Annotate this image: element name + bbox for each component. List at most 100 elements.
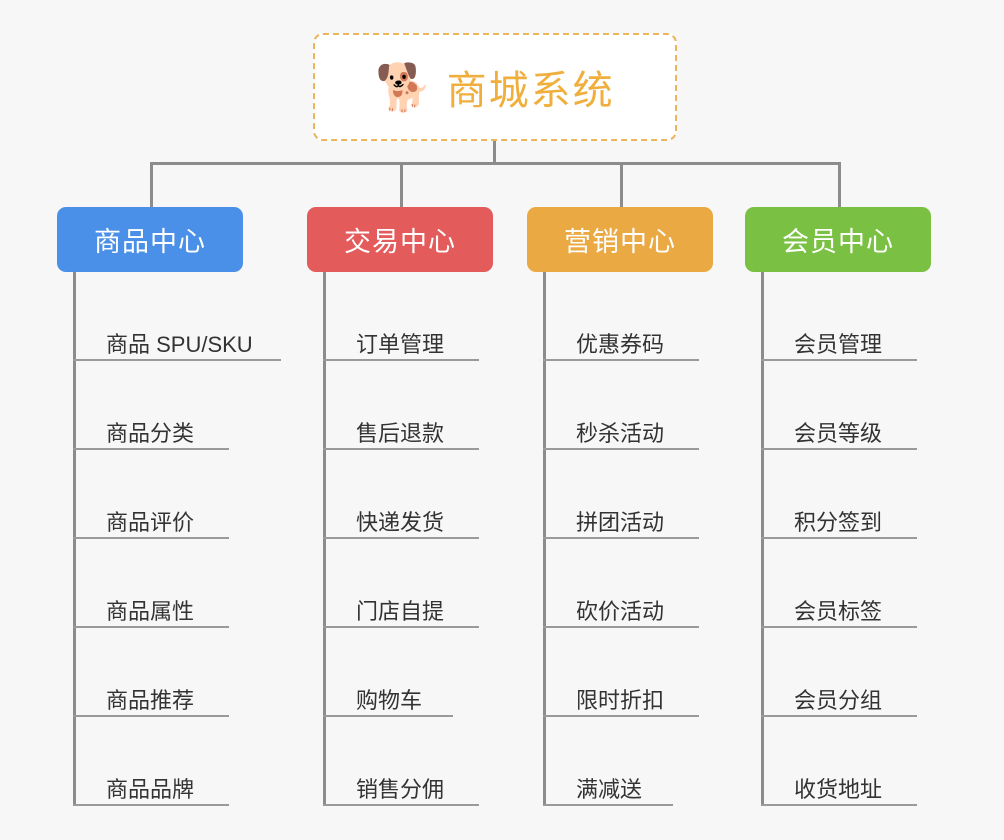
leaf-item[interactable]: 购物车	[323, 628, 493, 717]
leaf-item[interactable]: 商品分类	[73, 361, 243, 450]
leaf-item[interactable]: 商品评价	[73, 450, 243, 539]
leaf-item-label: 商品属性	[106, 598, 195, 624]
branch-header-4[interactable]: 会员中心	[745, 207, 931, 272]
leaf-item[interactable]: 商品 SPU/SKU	[73, 272, 281, 361]
branch-column-4: 会员中心会员管理会员等级积分签到会员标签会员分组收货地址	[745, 207, 931, 806]
leaf-underline	[323, 804, 479, 806]
leaf-item[interactable]: 会员等级	[761, 361, 931, 450]
leaf-item[interactable]: 砍价活动	[543, 539, 713, 628]
leaf-underline	[543, 626, 699, 628]
branch-header-label: 营销中心	[564, 227, 676, 257]
leaf-item[interactable]: 订单管理	[323, 272, 493, 361]
leaf-item-label: 满减送	[576, 776, 643, 802]
leaf-underline	[73, 715, 229, 717]
leaf-underline	[73, 537, 229, 539]
leaf-underline	[543, 359, 699, 361]
leaf-item[interactable]: 商品推荐	[73, 628, 243, 717]
leaf-underline	[323, 359, 479, 361]
leaf-item-label: 销售分佣	[356, 776, 445, 802]
shiba-dog-face-icon: 🐕	[375, 61, 433, 113]
leaf-item[interactable]: 会员分组	[761, 628, 931, 717]
leaf-underline	[761, 537, 917, 539]
leaf-item-label: 商品评价	[106, 509, 195, 535]
leaf-underline	[761, 359, 917, 361]
leaf-item[interactable]: 满减送	[543, 717, 713, 806]
leaf-underline	[73, 448, 229, 450]
leaf-item-label: 快递发货	[356, 509, 445, 535]
leaf-underline	[323, 626, 479, 628]
leaf-item-label: 门店自提	[356, 598, 445, 624]
connector-trunk-2	[323, 272, 326, 806]
leaf-underline	[323, 448, 479, 450]
connector-drop-1	[150, 162, 153, 208]
leaf-item-label: 会员管理	[794, 331, 883, 357]
branch-leaf-list-2: 订单管理售后退款快递发货门店自提购物车销售分佣	[323, 272, 493, 806]
branch-leaf-list-1: 商品 SPU/SKU 商品分类商品评价商品属性商品推荐商品品牌	[73, 272, 281, 806]
leaf-item-label: 购物车	[356, 687, 423, 713]
leaf-underline	[543, 448, 699, 450]
leaf-item-label: 收货地址	[794, 776, 883, 802]
leaf-item[interactable]: 拼团活动	[543, 450, 713, 539]
leaf-item-label: 优惠券码	[576, 331, 665, 357]
branch-header-label: 商品中心	[94, 227, 206, 257]
leaf-underline	[323, 715, 453, 717]
leaf-underline	[73, 804, 229, 806]
leaf-item[interactable]: 快递发货	[323, 450, 493, 539]
leaf-item[interactable]: 限时折扣	[543, 628, 713, 717]
leaf-item[interactable]: 秒杀活动	[543, 361, 713, 450]
leaf-item-label: 会员等级	[794, 420, 883, 446]
leaf-item[interactable]: 销售分佣	[323, 717, 493, 806]
connector-horizontal-bus	[150, 162, 838, 165]
leaf-underline	[761, 626, 917, 628]
connector-root-stem	[493, 141, 496, 164]
connector-trunk-3	[543, 272, 546, 806]
branch-header-1[interactable]: 商品中心	[57, 207, 243, 272]
leaf-item[interactable]: 售后退款	[323, 361, 493, 450]
leaf-underline	[543, 804, 673, 806]
leaf-item-label: 会员标签	[794, 598, 883, 624]
leaf-item[interactable]: 商品品牌	[73, 717, 243, 806]
branch-leaf-list-3: 优惠券码秒杀活动拼团活动砍价活动限时折扣满减送	[543, 272, 713, 806]
leaf-item-label: 积分签到	[794, 509, 883, 535]
leaf-item-label: 砍价活动	[576, 598, 665, 624]
leaf-item-label: 商品品牌	[106, 776, 195, 802]
branch-leaf-list-4: 会员管理会员等级积分签到会员标签会员分组收货地址	[761, 272, 931, 806]
root-title: 商城系统	[446, 69, 615, 113]
branch-header-2[interactable]: 交易中心	[307, 207, 493, 272]
branch-column-1: 商品中心商品 SPU/SKU 商品分类商品评价商品属性商品推荐商品品牌	[57, 207, 281, 806]
leaf-underline	[761, 715, 917, 717]
leaf-item[interactable]: 会员管理	[761, 272, 931, 361]
branch-header-3[interactable]: 营销中心	[527, 207, 713, 272]
connector-trunk-1	[73, 272, 76, 806]
leaf-underline	[543, 537, 699, 539]
leaf-item-label: 商品 SPU/SKU	[106, 331, 253, 357]
branch-header-label: 会员中心	[782, 227, 894, 257]
leaf-item[interactable]: 门店自提	[323, 539, 493, 628]
leaf-underline	[543, 715, 699, 717]
leaf-underline	[73, 359, 281, 361]
connector-drop-4	[838, 162, 841, 208]
leaf-item[interactable]: 商品属性	[73, 539, 243, 628]
connector-drop-2	[400, 162, 403, 208]
leaf-item-label: 订单管理	[356, 331, 445, 357]
branch-column-2: 交易中心订单管理售后退款快递发货门店自提购物车销售分佣	[307, 207, 493, 806]
leaf-item[interactable]: 收货地址	[761, 717, 931, 806]
leaf-item-label: 商品分类	[106, 420, 195, 446]
leaf-underline	[323, 537, 479, 539]
leaf-item-label: 秒杀活动	[576, 420, 665, 446]
leaf-item-label: 会员分组	[794, 687, 883, 713]
branch-header-label: 交易中心	[344, 227, 456, 257]
leaf-item[interactable]: 积分签到	[761, 450, 931, 539]
branch-column-3: 营销中心优惠券码秒杀活动拼团活动砍价活动限时折扣满减送	[527, 207, 713, 806]
leaf-item-label: 限时折扣	[576, 687, 665, 713]
leaf-item-label: 售后退款	[356, 420, 445, 446]
connector-trunk-4	[761, 272, 764, 806]
leaf-underline	[73, 626, 229, 628]
root-node[interactable]: 🐕 商城系统	[313, 33, 677, 141]
connector-drop-3	[620, 162, 623, 208]
leaf-underline	[761, 804, 917, 806]
leaf-item[interactable]: 会员标签	[761, 539, 931, 628]
leaf-underline	[761, 448, 917, 450]
leaf-item[interactable]: 优惠券码	[543, 272, 713, 361]
